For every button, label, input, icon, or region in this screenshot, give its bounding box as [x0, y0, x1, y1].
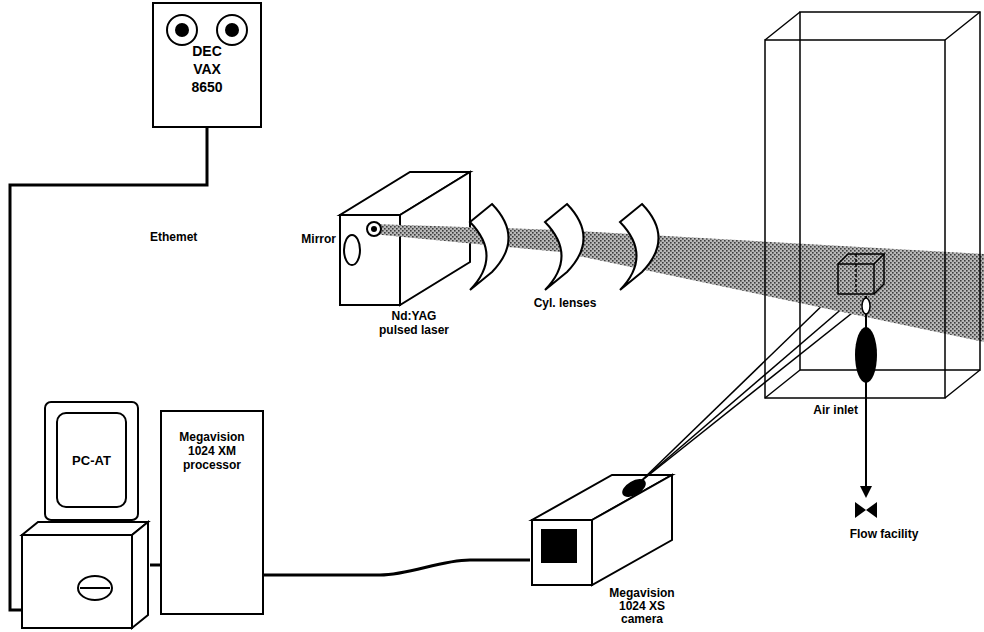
lens [545, 204, 584, 290]
tape-reel [217, 15, 247, 45]
workstation: PC-AT [22, 400, 150, 630]
part-label: Mirror [280, 232, 336, 246]
drive-slot [80, 587, 110, 589]
pc-case-top [22, 522, 148, 535]
tank-edge [945, 12, 980, 40]
laser-box: Nd:YAG pulsed laser [336, 170, 476, 343]
camera-panel [541, 529, 577, 563]
camera-drawing [532, 294, 876, 585]
mirror [344, 235, 360, 265]
node-label: Megavision 1024 XM processor [167, 430, 257, 472]
view-line [640, 296, 832, 482]
camera-box: Megavision 1024 XS camera [530, 470, 695, 632]
aperture-dot [371, 226, 377, 232]
tape-reel [167, 15, 197, 45]
cable [264, 560, 530, 575]
node-label: DEC VAX 8650 [184, 42, 230, 96]
flow-arrow [860, 486, 872, 498]
laser-beam [372, 224, 984, 342]
tank-back [800, 12, 980, 370]
node-label: PC-AT [57, 413, 126, 507]
part-label: Cyl. lenses [515, 296, 615, 310]
test-section [838, 254, 884, 294]
monitor-screen [57, 413, 126, 507]
processor-box: Megavision 1024 XM processor [160, 410, 264, 615]
test-cell-line [855, 254, 857, 294]
lens [620, 204, 659, 290]
pc-case-front [22, 535, 132, 628]
cable [150, 564, 160, 567]
tank-edge [765, 370, 800, 398]
disk-drive [78, 576, 112, 600]
lens [470, 204, 509, 290]
cable [10, 128, 207, 610]
node-label: Nd:YAG pulsed laser [372, 309, 456, 337]
tank-edge [945, 370, 980, 398]
camera-side [592, 475, 672, 585]
reel-hub [175, 23, 189, 37]
cable-label: Ethemet [148, 230, 199, 244]
water-tank [765, 12, 980, 398]
monitor [45, 402, 138, 520]
settling-chamber [855, 327, 877, 383]
test-cell-side [874, 254, 884, 294]
valve [855, 502, 866, 518]
part-label: Air inlet [788, 403, 858, 417]
valve [866, 502, 877, 518]
part-label: Flow facility [826, 527, 942, 541]
nozzle [862, 298, 870, 314]
pc-case-side [132, 522, 148, 628]
pc-drawing [22, 402, 148, 628]
laser-aperture [367, 222, 381, 236]
computer-box: DEC VAX 8650 [152, 2, 262, 128]
node-label: Megavision 1024 XS camera [602, 587, 682, 626]
flow-pipe [865, 296, 867, 488]
test-cell-top [838, 254, 884, 264]
tape-reels [167, 15, 247, 45]
view-line [640, 294, 876, 482]
reel-hub [225, 23, 239, 37]
camera-front [532, 520, 592, 585]
view-line [640, 300, 852, 482]
tank-front [765, 40, 945, 398]
tank-edge [765, 12, 800, 40]
flow-facility [855, 296, 877, 518]
cylindrical-lenses [470, 204, 659, 290]
